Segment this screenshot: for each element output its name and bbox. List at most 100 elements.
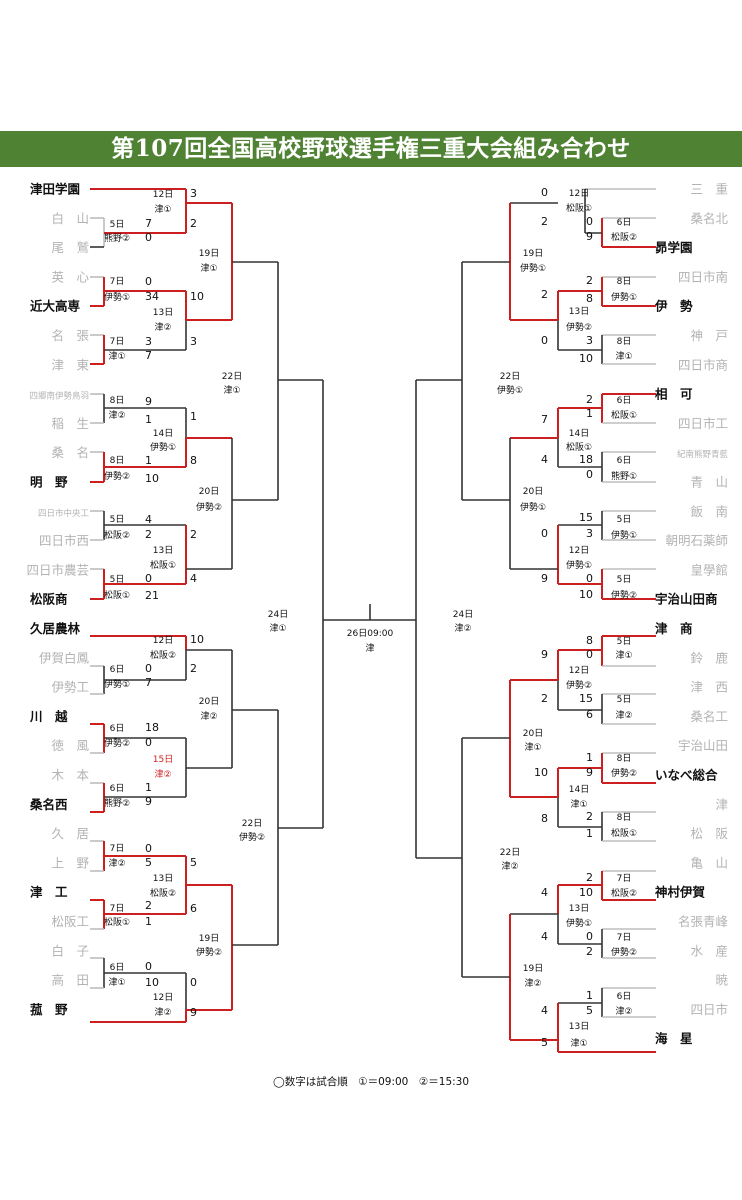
score-R-8: 3 (586, 334, 593, 347)
score-L-1: 7 (145, 217, 152, 230)
final-label-0: 26日09:00 (347, 628, 394, 639)
match-label-L-30: 6日 (110, 664, 125, 675)
score-L-16: 4 (145, 513, 152, 526)
team-L-19: 徳 風 (51, 738, 89, 753)
match-label-R-13: 松阪① (611, 409, 637, 421)
score-L-27: 0 (145, 736, 152, 749)
match-label-R-57: 津② (454, 623, 471, 634)
score-L-2: 2 (190, 217, 197, 230)
team-L-14: 松阪商 (30, 592, 68, 607)
match-label-R-41: 津① (524, 742, 541, 753)
match-label-L-37: 熊野② (104, 797, 130, 809)
team-R-19: 宇治山田 (678, 738, 728, 753)
match-label-L-25: 伊勢② (196, 501, 222, 513)
score-R-32: 8 (541, 812, 548, 825)
match-label-R-54: 22日 (500, 847, 520, 858)
match-label-L-53: 伊勢② (239, 831, 265, 843)
score-L-10: 9 (145, 395, 152, 408)
match-label-R-53: 津② (524, 978, 541, 989)
match-label-R-30: 12日 (569, 665, 589, 676)
score-R-22: 8 (586, 634, 593, 647)
team-R-23: 亀 山 (690, 855, 728, 870)
team-R-3: 四日市南 (678, 269, 728, 284)
match-label-L-29: 松阪② (150, 649, 176, 661)
match-label-L-23: 松阪① (104, 589, 130, 601)
match-label-R-48: 6日 (617, 991, 632, 1002)
score-L-29: 9 (145, 795, 152, 808)
score-L-19: 0 (145, 572, 152, 585)
score-L-39: 9 (190, 1006, 197, 1019)
match-label-R-0: 12日 (569, 188, 589, 199)
match-label-R-49: 津② (615, 1006, 632, 1017)
score-R-28: 1 (586, 751, 593, 764)
match-label-R-46: 7日 (617, 932, 632, 943)
score-R-37: 4 (541, 930, 548, 943)
match-label-R-32: 5日 (617, 694, 632, 705)
score-L-13: 1 (145, 454, 152, 467)
score-L-34: 1 (145, 915, 152, 928)
team-L-10: 明 野 (30, 475, 68, 490)
match-label-R-39: 松阪① (611, 827, 637, 839)
match-label-L-15: 伊勢① (150, 441, 176, 453)
score-L-7: 3 (145, 335, 152, 348)
match-label-R-42: 7日 (617, 873, 632, 884)
match-label-R-25: 伊勢① (520, 501, 546, 513)
team-R-16: 鈴 鹿 (690, 650, 728, 665)
match-label-L-39: 津② (200, 711, 217, 722)
match-label-L-34: 15日 (153, 754, 173, 765)
score-R-4: 2 (586, 274, 593, 287)
match-label-L-54: 24日 (268, 609, 288, 620)
score-R-1: 0 (586, 215, 593, 228)
match-label-L-13: 津② (108, 410, 125, 421)
team-R-25: 名張青峰 (678, 914, 729, 929)
team-R-17: 津 西 (690, 680, 728, 695)
team-L-23: 上 野 (51, 855, 89, 870)
match-label-L-6: 13日 (153, 307, 173, 318)
match-label-R-11: 伊勢① (520, 262, 546, 274)
team-L-24: 津 工 (30, 885, 68, 900)
score-L-38: 0 (190, 976, 197, 989)
match-label-R-43: 松阪② (611, 887, 637, 899)
team-L-22: 久 居 (51, 826, 89, 841)
team-L-27: 高 田 (51, 973, 89, 988)
score-R-25: 2 (541, 692, 548, 705)
match-label-L-52: 22日 (242, 818, 262, 829)
score-R-12: 7 (541, 413, 548, 426)
match-label-R-33: 津② (615, 710, 632, 721)
score-L-4: 0 (145, 275, 152, 288)
score-L-14: 8 (190, 454, 197, 467)
match-label-L-21: 松阪① (150, 559, 176, 571)
match-label-R-51: 津① (570, 1038, 587, 1049)
score-L-25: 7 (145, 676, 152, 689)
match-label-R-35: 伊勢② (611, 767, 637, 779)
score-R-20: 9 (541, 572, 548, 585)
match-label-L-42: 13日 (153, 873, 173, 884)
match-label-R-9: 津① (615, 351, 632, 362)
score-R-5: 2 (541, 288, 548, 301)
match-label-R-56: 24日 (453, 609, 473, 620)
score-R-17: 3 (586, 527, 593, 540)
match-label-L-10: 19日 (199, 248, 219, 259)
team-L-18: 川 越 (29, 709, 68, 724)
score-R-34: 2 (586, 871, 593, 884)
match-label-L-1: 津① (154, 204, 171, 215)
team-R-9: 紀南熊野青藍 (677, 449, 729, 460)
match-label-R-21: 伊勢① (566, 559, 592, 571)
match-label-R-36: 14日 (569, 784, 589, 795)
match-label-L-27: 津① (223, 385, 240, 396)
team-R-18: 桑名工 (690, 709, 728, 724)
match-label-R-8: 8日 (617, 336, 632, 347)
team-R-20: いなべ総合 (655, 768, 718, 783)
match-label-R-50: 13日 (569, 1021, 589, 1032)
team-L-2: 尾 鷲 (51, 240, 89, 255)
match-label-L-49: 津② (154, 1007, 171, 1018)
score-R-29: 9 (586, 766, 593, 779)
match-label-L-14: 14日 (153, 428, 173, 439)
match-label-L-45: 松阪① (104, 916, 130, 928)
team-L-4: 近大高専 (30, 299, 81, 314)
match-label-R-31: 伊勢② (566, 679, 592, 691)
score-R-7: 0 (541, 334, 548, 347)
team-R-27: 暁 (715, 973, 728, 988)
score-R-3: 9 (586, 230, 593, 243)
